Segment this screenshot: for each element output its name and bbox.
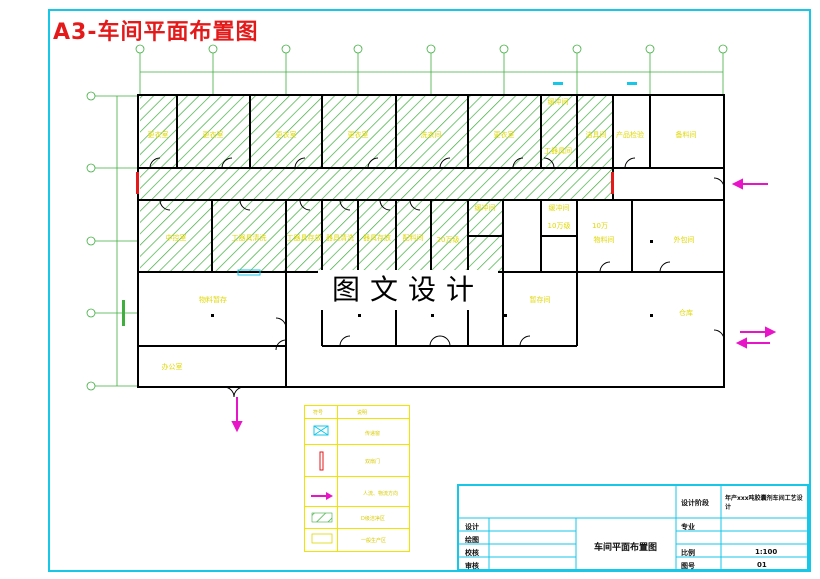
room-label: 外包间	[674, 235, 695, 244]
walls	[137, 94, 725, 388]
legend-general: 一般生产区	[361, 538, 387, 544]
room-label: 仓库	[679, 308, 693, 317]
room-label: 中控室	[166, 233, 187, 242]
room-label: 更衣室	[276, 130, 297, 139]
room-label: 备料间	[676, 130, 697, 139]
drawing-title: A3-车间平面布置图	[53, 20, 259, 45]
room-label: 缓冲间	[549, 203, 570, 212]
tb-label-design: 设计	[465, 523, 479, 531]
room-label: 产品检验	[616, 130, 644, 139]
room-label: 20万级	[437, 235, 460, 244]
tb-label-scale: 比例	[681, 549, 695, 557]
room-label: 物料间	[594, 235, 615, 244]
clean-zone	[140, 96, 613, 272]
legend-symbols	[311, 425, 333, 544]
legend-header-symbol: 符号	[313, 410, 324, 416]
room-label: 工器具存放	[287, 233, 322, 242]
room-label: 工器具清洗	[232, 233, 267, 242]
tb-sheet: 01	[757, 561, 767, 569]
room-label: 更衣室	[148, 130, 169, 139]
legend-header-desc: 说明	[357, 410, 368, 416]
tb-label-check: 校核	[465, 549, 479, 557]
room-label: 物料暂存	[199, 295, 227, 304]
room-label: 更衣室	[203, 130, 224, 139]
tb-label-stage: 设计阶段	[681, 499, 709, 507]
legend-divider	[337, 406, 338, 551]
doors	[149, 157, 725, 398]
legend-flow: 人流、物流方向	[363, 491, 399, 497]
tb-label-draw: 绘图	[465, 536, 479, 544]
tb-scale: 1:100	[755, 548, 778, 556]
legend-row	[305, 528, 409, 529]
room-label: 配料间	[403, 233, 424, 242]
title-block-grid	[459, 486, 807, 571]
accents	[122, 82, 637, 326]
tb-label-major: 专业	[681, 523, 695, 531]
drawing-frame	[48, 9, 811, 572]
legend-door: 双扇门	[365, 459, 381, 465]
room-label: 更衣室	[494, 130, 515, 139]
room-label: 更衣室	[348, 130, 369, 139]
legend-clean: D级洁净区	[361, 516, 385, 522]
legend-row	[305, 444, 409, 445]
legend-pass-box: 传递窗	[365, 431, 381, 437]
tb-project: 年产xxx吨胶囊剂车间工艺设计	[725, 495, 803, 511]
room-label: 缓冲间	[548, 97, 569, 106]
room-label: 器具存放	[363, 233, 391, 242]
room-label: 洁具间	[586, 130, 607, 139]
room-label: 工器具间	[544, 147, 572, 155]
room-label: 暂存间	[530, 295, 551, 304]
room-label: 器具清洗	[326, 233, 354, 242]
flow-arrows	[231, 178, 777, 433]
title-block: 设计 绘图 校核 审核 车间平面布置图 设计阶段 年产xxx吨胶囊剂车间工艺设计…	[457, 484, 809, 571]
tb-label-review: 审核	[465, 562, 479, 570]
room-label: 办公室	[162, 362, 183, 371]
columns	[211, 240, 653, 317]
legend: 符号 说明 传递窗 双扇门 人流、物流方向 D级洁净区 一般生产区	[304, 405, 410, 552]
room-label: 缓冲间	[475, 203, 496, 212]
room-label: 10万级	[548, 221, 571, 230]
legend-row	[305, 418, 409, 419]
watermark: 图文设计	[318, 270, 498, 310]
tb-drawing-name: 车间平面布置图	[594, 543, 658, 553]
tb-label-sheet: 图号	[681, 562, 695, 570]
legend-row	[305, 476, 409, 477]
room-label: 10万	[592, 222, 608, 230]
axis-grid	[86, 44, 728, 391]
room-label: 洗衣间	[421, 130, 442, 139]
legend-row	[305, 506, 409, 507]
